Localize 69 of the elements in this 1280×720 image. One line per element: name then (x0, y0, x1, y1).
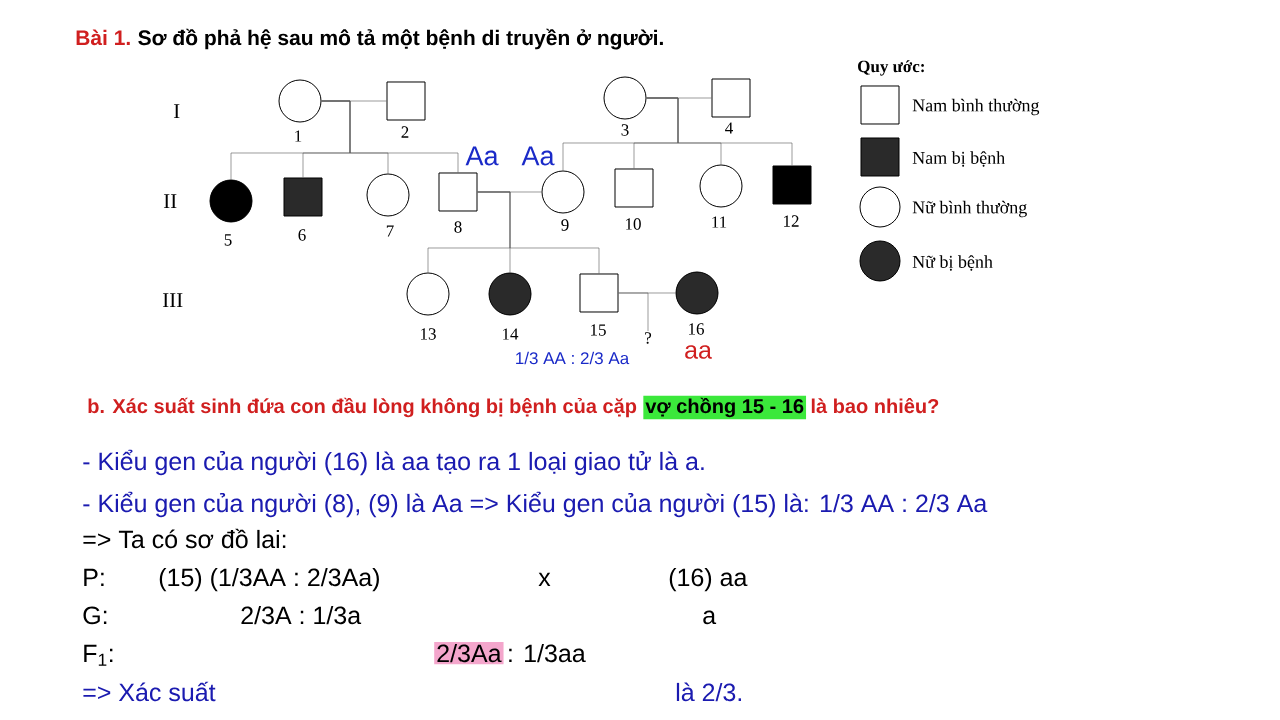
person-number: 11 (712, 216, 727, 228)
legend-text: Nữ bình thường (912, 200, 1027, 218)
person-number: 13 (421, 328, 436, 340)
answer-text: - Kiểu gen của người (16) là aa tạo ra 1 loại giao tử là a. (83, 449, 704, 476)
cross-text: (15) (1/3AA : 2/3Aa) (159, 567, 379, 592)
answer-text: => Ta có sơ đồ lai: (83, 528, 286, 549)
circle-symbol (603, 76, 647, 120)
highlighted-text: 2/3Aa (434, 641, 504, 665)
legend-text: Nam bình thường (912, 98, 1040, 116)
person-number: 9 (561, 219, 569, 231)
genotype-label: Aa (465, 146, 499, 166)
person-number: 6 (298, 229, 306, 241)
person-number: 12 (784, 215, 799, 227)
descent-line (321, 100, 459, 173)
square-symbol (772, 165, 812, 205)
legend-text: Nam bị bệnh (912, 151, 1005, 167)
cross-text: (16) aa (669, 567, 748, 592)
cross-label: F$_{1}$: (84, 644, 113, 666)
cross-label: P: (84, 568, 104, 586)
cross-label: G: (83, 606, 107, 625)
circle-symbol (366, 173, 410, 217)
cross-text: a (703, 610, 717, 625)
circle-symbol (406, 272, 450, 316)
cross-text: : 1/3aa (509, 643, 586, 663)
title: Sơ đồ phả hệ sau mô tả một bệnh di truyền ở người. (138, 28, 663, 50)
person-number: 5 (224, 234, 232, 246)
exercise-number: Bài 1. (76, 29, 130, 46)
person-number: 1 (295, 130, 302, 142)
generation-label: II (163, 194, 177, 208)
circle-symbol (675, 271, 719, 315)
circle-symbol (209, 179, 253, 223)
question-text: b. Xác suất sinh đứa con đầu lòng không bị bệnh của cặp (88, 397, 637, 418)
legend-title: Quy ước: (858, 60, 924, 76)
question-text: là bao nhiêu? (811, 398, 939, 414)
answer-text: => Xác suất (83, 681, 216, 702)
legend-text: Nữ bị bệnh (912, 255, 993, 271)
descent-line (646, 97, 793, 166)
person-number: 4 (725, 122, 733, 134)
descent-line (477, 191, 600, 274)
person-number: 7 (386, 225, 394, 237)
square-symbol (386, 81, 426, 121)
person-number: 3 (621, 124, 629, 136)
circle-symbol (541, 170, 585, 214)
square-symbol (614, 168, 654, 208)
square-symbol (579, 273, 619, 313)
circle-symbol (488, 272, 532, 316)
person-number: 16 (689, 323, 704, 335)
generation-label: I (173, 104, 180, 118)
cross-text: 2/3A : 1/3a (241, 605, 362, 625)
person-number: 2 (401, 126, 409, 138)
generation-label: III (162, 293, 183, 307)
person-number: 8 (454, 221, 462, 233)
question-mark: ? (645, 332, 652, 344)
answer-text: - Kiểu gen của người (8), (9) là Aa => Kiểu gen của người (15) là: 1/3 AA : 2/3 Aa (83, 491, 988, 518)
person-number: 14 (503, 328, 519, 340)
person-number: 10 (626, 218, 641, 230)
answer-text: là 2/3. (676, 682, 741, 702)
highlighted-text: vợ chồng 15 - 16 (643, 395, 807, 420)
genotype-label: 1/3 AA : 2/3 Aa (516, 351, 630, 365)
genotype-label: aa (685, 345, 712, 359)
square-symbol (283, 177, 323, 217)
square-symbol (711, 78, 751, 118)
cross-sign: x (538, 572, 551, 586)
square-symbol (438, 172, 478, 212)
circle-symbol (278, 79, 322, 123)
genotype-label: Aa (521, 146, 555, 166)
descent-line (618, 292, 649, 332)
circle-symbol (699, 164, 743, 208)
person-number: 15 (591, 324, 606, 336)
